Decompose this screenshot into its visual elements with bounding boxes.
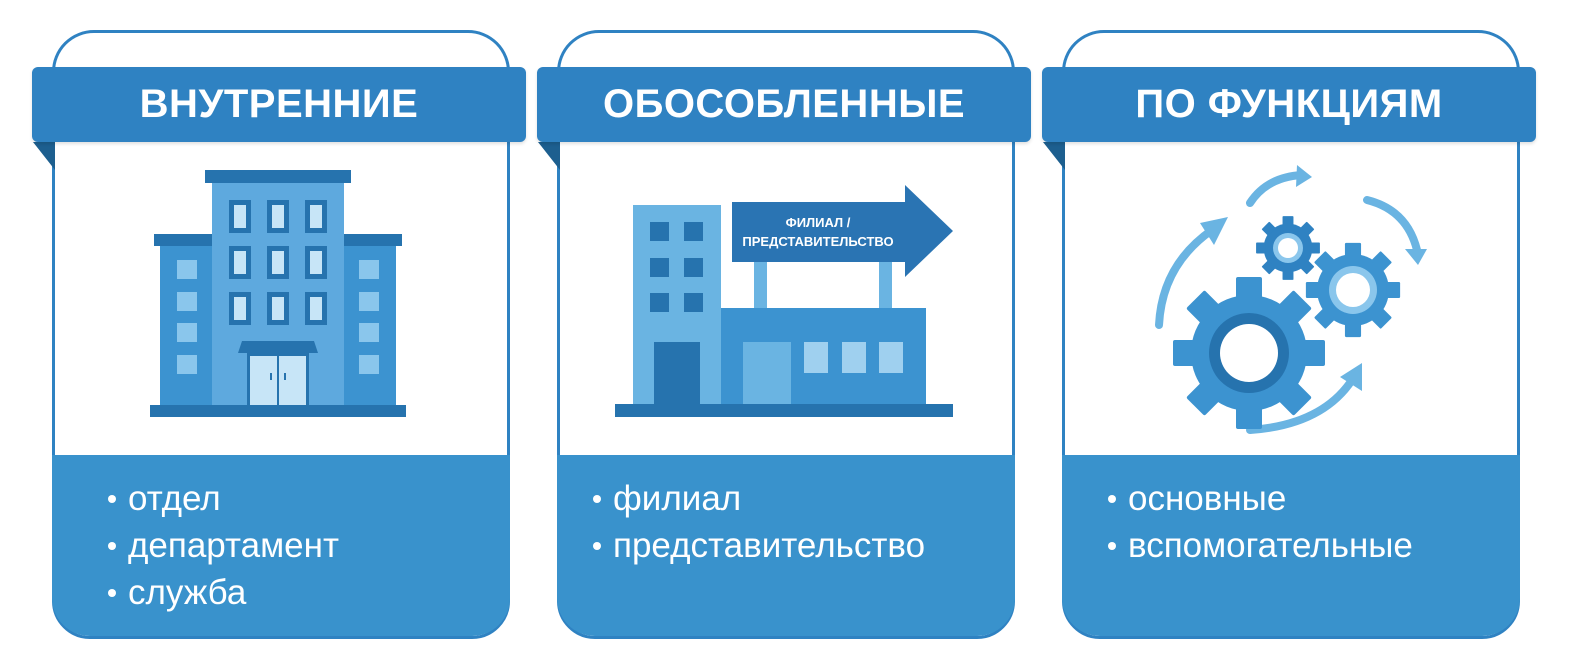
list-item: филиал xyxy=(593,475,925,522)
list-item: отдел xyxy=(108,475,339,522)
card-internal: ВНУТРЕННИЕ xyxy=(32,30,526,639)
card-separate: ОБОСОБЛЕННЫЕ xyxy=(537,30,1031,639)
list-item: основные xyxy=(1108,475,1413,522)
card-title: ВНУТРЕННИЕ xyxy=(32,67,526,142)
bullet-icon xyxy=(593,541,601,550)
item-list: отдел департамент служба xyxy=(108,475,339,616)
item-list: филиал представительство xyxy=(593,475,925,569)
card-bottom-panel xyxy=(557,455,1015,636)
card-bottom-panel xyxy=(1062,455,1520,636)
branch-office-icon: ФИЛИАЛ / ПРЕДСТАВИТЕЛЬСТВО xyxy=(557,145,1015,453)
list-item: вспомогательные xyxy=(1108,522,1413,569)
sign-text-line2: ПРЕДСТАВИТЕЛЬСТВО xyxy=(742,234,893,249)
list-item: представительство xyxy=(593,522,925,569)
bullet-icon xyxy=(1108,541,1116,550)
item-list: основные вспомогательные xyxy=(1108,475,1413,569)
bullet-icon xyxy=(593,494,601,503)
list-item: служба xyxy=(108,569,339,616)
gears-icon xyxy=(1062,145,1520,453)
bullet-icon xyxy=(108,494,116,503)
bullet-icon xyxy=(108,541,116,550)
bullet-icon xyxy=(1108,494,1116,503)
bullet-icon xyxy=(108,588,116,597)
list-item: департамент xyxy=(108,522,339,569)
card-title: ПО ФУНКЦИЯМ xyxy=(1042,67,1536,142)
card-by-function: ПО ФУНКЦИЯМ xyxy=(1042,30,1536,639)
office-building-icon xyxy=(52,145,510,453)
card-bottom-panel xyxy=(52,455,510,636)
card-title: ОБОСОБЛЕННЫЕ xyxy=(537,67,1031,142)
sign-text-line1: ФИЛИАЛ / xyxy=(786,215,851,230)
